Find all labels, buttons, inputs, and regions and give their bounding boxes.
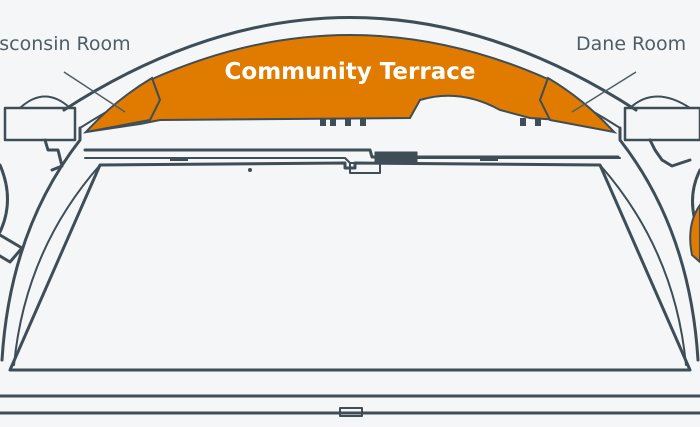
hall-inner-curve-left: [13, 164, 101, 366]
central-door-block: [374, 151, 418, 165]
wisconsin-leader-line: [63, 71, 126, 113]
wisconsin-room-label[interactable]: isconsin Room: [0, 33, 131, 55]
hall-interior-wall: [8, 161, 692, 372]
hall-outer-wall-right: [618, 126, 700, 362]
outer-dome-arc: [62, 16, 638, 112]
dane-room-label[interactable]: Dane Room: [576, 33, 687, 55]
right-annex: [623, 106, 700, 142]
dane-room-area: [538, 76, 617, 134]
hall-outer-wall: [0, 126, 82, 362]
left-annex: [3, 106, 77, 142]
dane-leader-line: [571, 71, 637, 113]
right-partial-room: [689, 203, 700, 264]
hall-inner-curve-right: [599, 164, 687, 366]
left-stair: [0, 233, 24, 264]
community-terrace-label[interactable]: Community Terrace: [224, 59, 476, 85]
north-wall-band: [83, 148, 620, 159]
wisconsin-room-area: [83, 76, 162, 134]
